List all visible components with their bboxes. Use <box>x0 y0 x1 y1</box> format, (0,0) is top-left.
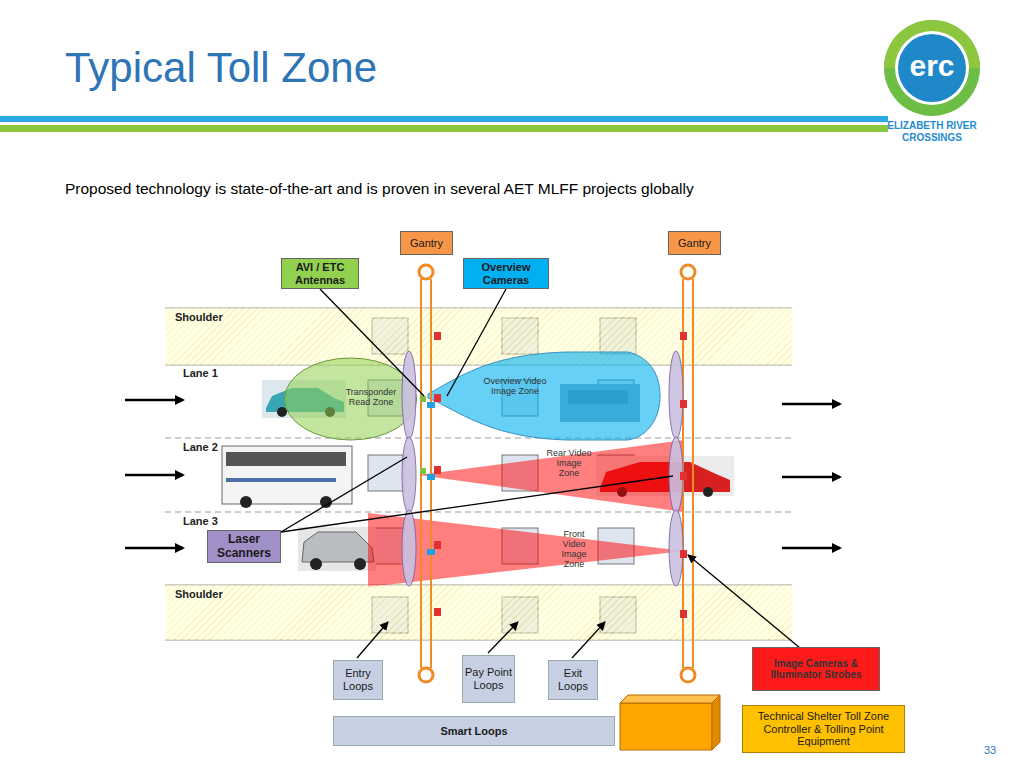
node-text: Overview Cameras <box>464 261 548 286</box>
node-text: Smart Loops <box>440 725 507 738</box>
scanner-callout: Laser Scanners <box>207 530 281 563</box>
video-zone: Overview Video Image Zone <box>428 348 660 444</box>
read-zone: Transponder Read Zone <box>283 357 418 441</box>
node-text: Rear Video Image Zone <box>546 448 592 478</box>
header-stripe <box>0 125 888 132</box>
node-text: Laser Scanners <box>208 533 280 561</box>
camera-callout: Image Cameras & Illuminator Strobes <box>752 647 880 691</box>
node-text: Image Cameras & Illuminator Strobes <box>753 658 879 681</box>
node-text: Front Video Image Zone <box>551 529 597 569</box>
node-text: Gantry <box>410 237 443 250</box>
shoulder-band: Shoulder <box>165 308 792 365</box>
camera-callout: Overview Cameras <box>463 258 549 289</box>
node-text: Exit Loops <box>549 667 597 692</box>
lane-label: Lane 1 <box>183 367 218 379</box>
node-outline <box>428 348 660 444</box>
node-text: Overview Video Image Zone <box>483 376 547 396</box>
node-subtext: ELIZABETH RIVER CROSSINGS <box>878 120 986 144</box>
node-outline <box>368 513 684 587</box>
node-text: Shoulder <box>175 588 223 601</box>
logo-badge: ercELIZABETH RIVER CROSSINGS <box>878 20 986 142</box>
loop-callout: Pay Point Loops <box>462 655 515 703</box>
lane-label: Lane 2 <box>183 441 218 453</box>
video-zone: Rear Video Image Zone <box>418 440 684 512</box>
gantry-label: Gantry <box>400 231 453 255</box>
node-text: Pay Point Loops <box>463 666 514 691</box>
gantry-label: Gantry <box>668 231 721 255</box>
loop-callout: Entry Loops <box>333 660 383 700</box>
slide-title: Typical Toll Zone <box>65 44 377 92</box>
lane-label: Lane 3 <box>183 515 218 527</box>
shelter-callout: Technical Shelter Toll Zone Controller &… <box>742 705 905 753</box>
page-number: 33 <box>984 744 996 756</box>
loop-callout: Exit Loops <box>548 660 598 700</box>
video-zone: Front Video Image Zone <box>368 513 684 587</box>
node-text: erc <box>878 48 986 84</box>
loop-callout: Smart Loops <box>333 716 615 746</box>
node-text: Entry Loops <box>334 667 382 692</box>
node-text: AVI / ETC Antennas <box>282 261 358 286</box>
node-text: Technical Shelter Toll Zone Controller &… <box>743 710 904 748</box>
shoulder-band: Shoulder <box>165 585 792 640</box>
subtitle: Proposed technology is state-of-the-art … <box>65 180 694 198</box>
lane-lines <box>165 308 792 640</box>
antenna-callout: AVI / ETC Antennas <box>281 258 359 289</box>
node-text: Transponder Read Zone <box>341 387 401 407</box>
node-text: Shoulder <box>175 311 223 324</box>
node-text: Gantry <box>678 237 711 250</box>
header-stripe <box>0 116 888 122</box>
shelter-cabinet <box>620 695 720 750</box>
